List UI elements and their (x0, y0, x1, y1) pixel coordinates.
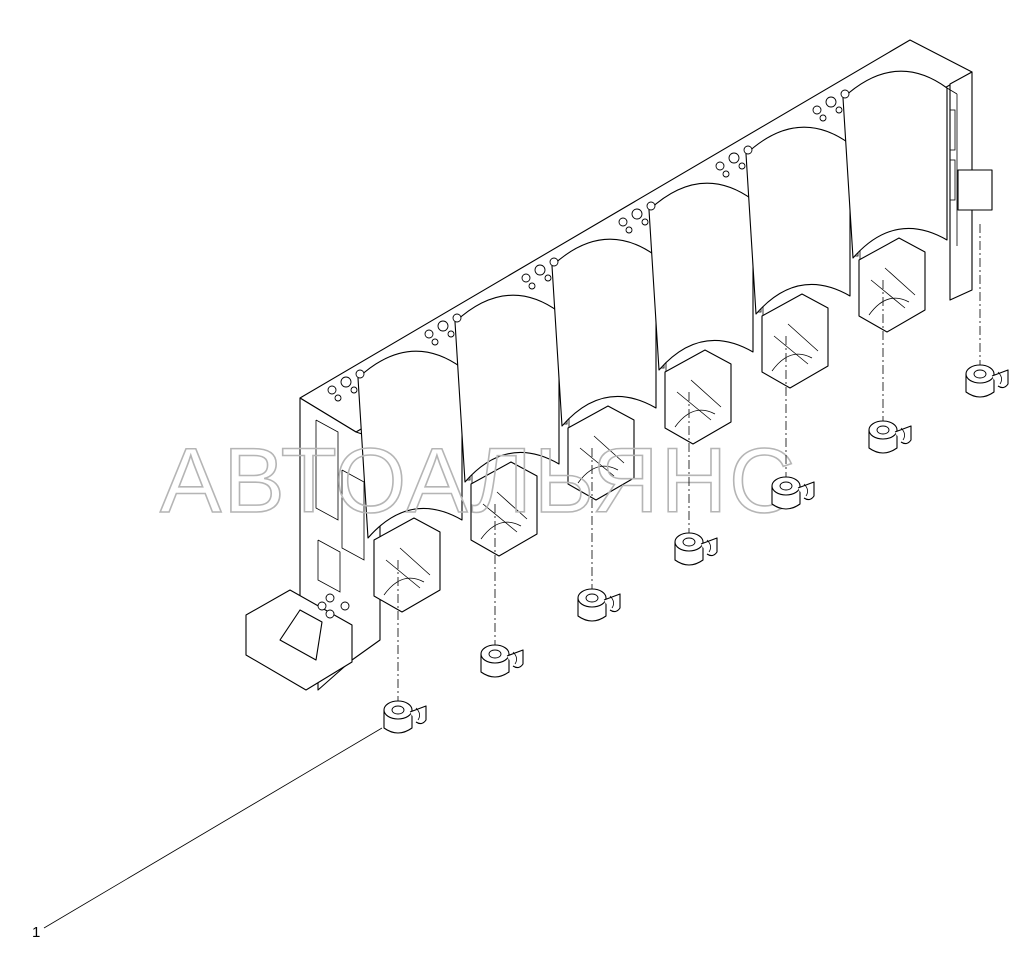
bolt-hole (424, 329, 434, 339)
cylinder-bore (648, 182, 764, 445)
bolt-hole (715, 161, 725, 171)
bolt-hole (641, 218, 649, 226)
bolt-hole (646, 201, 656, 211)
bolt-hole (549, 257, 559, 267)
bolt-hole (738, 162, 746, 170)
bolt-hole (812, 105, 822, 115)
bolt-hole (722, 170, 730, 178)
insert-part (674, 532, 718, 566)
bolt-hole (625, 226, 633, 234)
deck-bolt-holes (327, 89, 850, 402)
insert-part (868, 420, 912, 454)
bolt-hole (618, 217, 628, 227)
bolt-hole (840, 89, 850, 99)
bolt-hole (521, 273, 531, 283)
bolt-hole (350, 386, 358, 394)
cylinder-bores (357, 70, 958, 613)
watermark-text: АВТОАЛЬЯНС (160, 430, 798, 532)
bolt-hole (728, 152, 740, 164)
bolt-hole (327, 385, 337, 395)
bolt-hole (835, 106, 843, 114)
bolt-hole (340, 376, 352, 388)
bolt-hole (437, 320, 449, 332)
bolt-hole (452, 313, 462, 323)
insert-part (965, 364, 1009, 398)
bolt-hole (355, 369, 365, 379)
insert-part (480, 644, 524, 678)
cylinder-bore (842, 70, 958, 333)
bolt-hole (431, 338, 439, 346)
cylinder-bore (745, 126, 861, 389)
bolt-hole (743, 145, 753, 155)
bolt-hole (534, 264, 546, 276)
cylinder-bore (357, 350, 473, 613)
bearing-inserts (383, 224, 1009, 734)
bolt-hole (631, 208, 643, 220)
insert-part (771, 476, 815, 510)
bolt-hole (447, 330, 455, 338)
bolt-hole (544, 274, 552, 282)
bolt-hole (528, 282, 536, 290)
callout-leader-line (43, 727, 383, 929)
callout-number-1: 1 (32, 924, 41, 941)
insert-part (577, 588, 621, 622)
bolt-hole (825, 96, 837, 108)
bolt-hole (334, 394, 342, 402)
insert-part (383, 700, 427, 734)
bolt-hole (819, 114, 827, 122)
